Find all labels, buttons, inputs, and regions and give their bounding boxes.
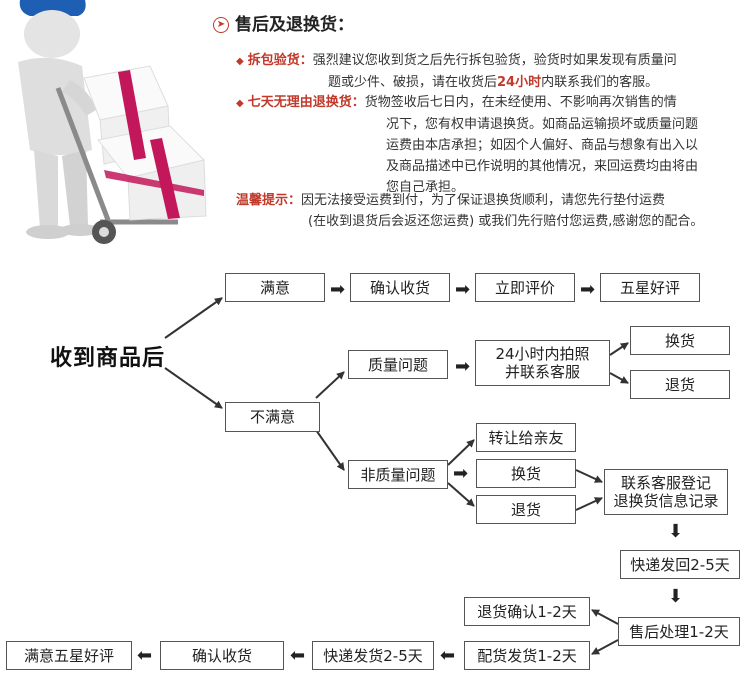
warm-tip: 温馨提示：因无法接受运费到付，为了保证退换货顺利，请您先行垫付运费 (在收到退货…: [236, 190, 748, 232]
box-refund: 退货: [630, 370, 730, 399]
tip-label: 温馨提示：: [236, 193, 301, 208]
arrow-right-icon: ➡: [453, 463, 468, 484]
box-exchange-2: 换货: [476, 459, 576, 488]
policy-item-return: ◆七天无理由退换货：货物签收后七日内，在未经使用、不影响再次销售的情 况下，您有…: [236, 92, 748, 198]
box-exchange: 换货: [630, 326, 730, 355]
arrow-right-icon: ➡: [330, 279, 345, 300]
section-title-text: 售后及退换货：: [235, 14, 354, 36]
arrow-left-icon: ⬅: [440, 645, 455, 666]
box-express-back: 快递发回2-5天: [620, 550, 740, 579]
arrow-down-icon: ⬇: [668, 521, 683, 542]
box-satisfied: 满意: [225, 273, 325, 302]
arrow-right-icon: ➡: [455, 279, 470, 300]
box-review-now: 立即评价: [475, 273, 575, 302]
arrow-right-icon: ➡: [580, 279, 595, 300]
arrow-right-icon: ➡: [455, 356, 470, 377]
box-quality-issue: 质量问题: [348, 350, 448, 379]
arrow-down-icon: ⬇: [668, 586, 683, 607]
hours-highlight: 24小时: [497, 75, 541, 90]
arrow-left-icon: ⬅: [137, 645, 152, 666]
box-aftersale: 售后处理1-2天: [618, 617, 740, 646]
box-express-out: 快递发货2-5天: [312, 641, 434, 670]
box-unsatisfied: 不满意: [225, 402, 320, 432]
flow-start-label: 收到商品后: [50, 340, 165, 372]
box-confirm-receipt-2: 确认收货: [160, 641, 284, 670]
diamond-bullet-icon: ◆: [236, 56, 244, 67]
box-register: 联系客服登记 退换货信息记录: [604, 469, 728, 515]
box-ship-out: 配货发货1-2天: [464, 641, 590, 670]
box-photo-contact: 24小时内拍照 并联系客服: [475, 340, 610, 386]
box-refund-2: 退货: [476, 495, 576, 524]
box-refund-confirm: 退货确认1-2天: [464, 597, 590, 626]
section-title: ➤ 售后及退换货：: [213, 14, 354, 36]
arrow-circle-icon: ➤: [213, 17, 229, 33]
box-five-star: 五星好评: [600, 273, 700, 302]
box-gift-to-friend: 转让给亲友: [476, 423, 576, 452]
box-non-quality-issue: 非质量问题: [348, 460, 448, 489]
box-confirm-receipt: 确认收货: [350, 273, 450, 302]
policy-item-inspect: ◆拆包验货：强烈建议您收到货之后先行拆包验货，验货时如果发现有质量问 题或少件、…: [236, 50, 748, 93]
box-satisfied-five-star: 满意五星好评: [6, 641, 132, 670]
diamond-bullet-icon: ◆: [236, 98, 244, 109]
arrow-left-icon: ⬅: [290, 645, 305, 666]
delivery-figure-illustration: [0, 0, 230, 255]
